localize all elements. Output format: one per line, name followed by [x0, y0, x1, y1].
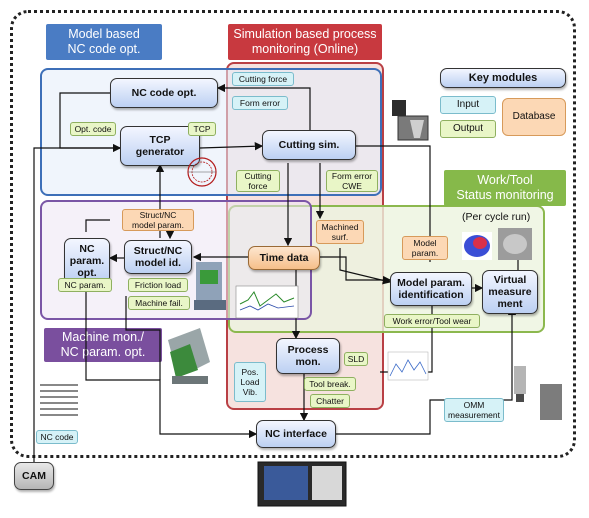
nc-param-tag: NC param.: [58, 278, 112, 292]
friction-load-tag: Friction load: [128, 278, 188, 292]
cutting-force-mid-tag: Cutting force: [236, 170, 280, 192]
form-error-top-tag: Form error: [232, 96, 288, 110]
key-modules-title: Key modules: [440, 68, 566, 88]
tool-break-tag: Tool break.: [304, 377, 356, 391]
cutting-sim-node: Cutting sim.: [262, 130, 356, 160]
cutting-force-top-tag: Cutting force: [232, 72, 294, 86]
machined-surf-tag: Machined surf.: [316, 220, 364, 244]
cam-node: CAM: [14, 462, 54, 490]
model-param-tag: Model param.: [402, 236, 448, 260]
nc-code-opt-node: NC code opt.: [110, 78, 218, 108]
process-mon-node: Process mon.: [276, 338, 340, 374]
form-error-cwe-tag: Form error CWE: [326, 170, 378, 192]
work-error-tool-wear-tag: Work error/Tool wear: [384, 314, 480, 328]
machine-fail-tag: Machine fail.: [128, 296, 190, 310]
key-output: Output: [440, 120, 496, 138]
time-data-node: Time data: [248, 246, 320, 270]
work-tool-header: Work/Tool Status monitoring: [444, 170, 566, 206]
omm-measurement-tag: OMM measurement: [444, 398, 504, 422]
key-input: Input: [440, 96, 496, 114]
nc-interface-node: NC interface: [256, 420, 336, 448]
virtual-measurement-node: Virtual measure ment: [482, 270, 538, 314]
struct-nc-model-id-node: Struct/NC model id.: [124, 240, 192, 274]
model-based-header: Model based NC code opt.: [46, 24, 162, 60]
key-database: Database: [502, 98, 566, 136]
simulation-header: Simulation based process monitoring (Onl…: [228, 24, 382, 60]
sld-tag: SLD: [344, 352, 368, 366]
chatter-tag: Chatter: [310, 394, 350, 408]
tcp-tag: TCP: [188, 122, 216, 136]
struct-nc-model-param-tag: Struct/NC model param.: [122, 209, 194, 231]
key-modules-box: Key modules Input Output Database: [440, 68, 566, 142]
pos-load-vib-tag: Pos. Load Vib.: [234, 362, 266, 402]
nc-code-tag: NC code: [36, 430, 78, 444]
system-boundary: [10, 10, 576, 458]
per-cycle-label: (Per cycle run): [462, 211, 531, 223]
opt-code-tag: Opt. code: [70, 122, 116, 136]
nc-param-opt-node: NC param. opt.: [64, 238, 110, 284]
machine-mon-header: Machine mon./ NC param. opt.: [44, 328, 162, 362]
tcp-generator-node: TCP generator: [120, 126, 200, 166]
model-param-identification-node: Model param. identification: [390, 272, 472, 306]
